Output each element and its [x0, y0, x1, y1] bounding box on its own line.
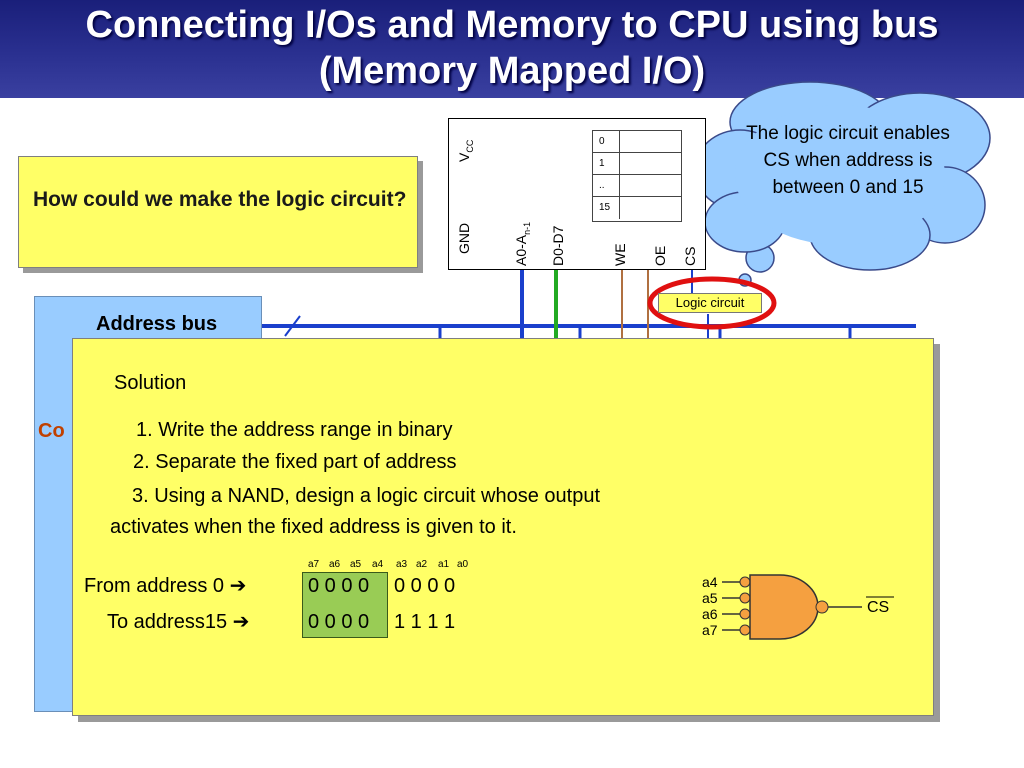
gate-output-label: CS — [867, 599, 890, 616]
fixed-bits-highlight — [302, 572, 388, 638]
question-box: How could we make the logic circuit? — [18, 156, 418, 268]
bit-label: a1 — [438, 559, 450, 570]
to-address-label: To address15 ➔ — [107, 611, 250, 633]
from-address-label: From address 0 ➔ — [84, 575, 247, 597]
solution-box — [72, 338, 934, 716]
gate-input-label: a5 — [702, 590, 718, 606]
bus-slash-mark — [284, 315, 301, 337]
cpu-label: Co — [38, 420, 65, 442]
bit-label: a4 — [372, 559, 384, 570]
memory-table: 0 1 .. 15 — [592, 130, 682, 222]
arrow-right-icon: ➔ — [229, 575, 247, 597]
solution-step-1: 1. Write the address range in binary — [136, 419, 453, 441]
memory-row: 1 — [593, 153, 681, 175]
bit-label: a7 — [308, 559, 320, 570]
gate-input-label: a7 — [702, 622, 718, 638]
bit-label: a3 — [396, 559, 408, 570]
memory-row: .. — [593, 175, 681, 197]
arrow-right-icon: ➔ — [232, 611, 250, 633]
to-high-bits: 0 0 0 0 — [308, 611, 370, 633]
cloud-text: The logic circuit enables CS when addres… — [746, 123, 950, 198]
to-low-bits: 1 1 1 1 — [394, 611, 456, 633]
address-bus-label: Address bus — [96, 313, 218, 335]
title-bar — [0, 0, 1024, 98]
question-text: How could we make the logic circuit? — [33, 188, 407, 211]
solution-step-2: 2. Separate the fixed part of address — [133, 451, 457, 473]
from-low-bits: 0 0 0 0 — [394, 575, 456, 597]
memory-chip — [448, 118, 706, 270]
memory-row: 15 — [593, 197, 681, 219]
highlight-ellipse — [647, 276, 777, 330]
gate-input-label: a4 — [702, 574, 718, 590]
slide-title-line1: Connecting I/Os and Memory to CPU using … — [85, 4, 939, 46]
logic-circuit-box: Logic circuit — [658, 293, 762, 313]
solution-heading: Solution — [114, 372, 187, 394]
solution-step-3-line2: activates when the fixed address is give… — [110, 516, 517, 538]
nand-body — [749, 574, 819, 640]
bit-label: a0 — [457, 559, 469, 570]
solution-step-3-line1: 3. Using a NAND, design a logic circuit … — [132, 485, 601, 507]
bit-label: a2 — [416, 559, 428, 570]
from-high-bits: 0 0 0 0 — [308, 575, 370, 597]
gate-input-label: a6 — [702, 606, 718, 622]
bit-label: a5 — [350, 559, 362, 570]
slide-title: Connecting I/Os and Memory to CPU using … — [0, 0, 1024, 94]
thought-cloud — [694, 81, 991, 287]
memory-row: 0 — [593, 131, 681, 153]
bit-label: a6 — [329, 559, 341, 570]
slide-title-line2: (Memory Mapped I/O) — [318, 50, 706, 92]
